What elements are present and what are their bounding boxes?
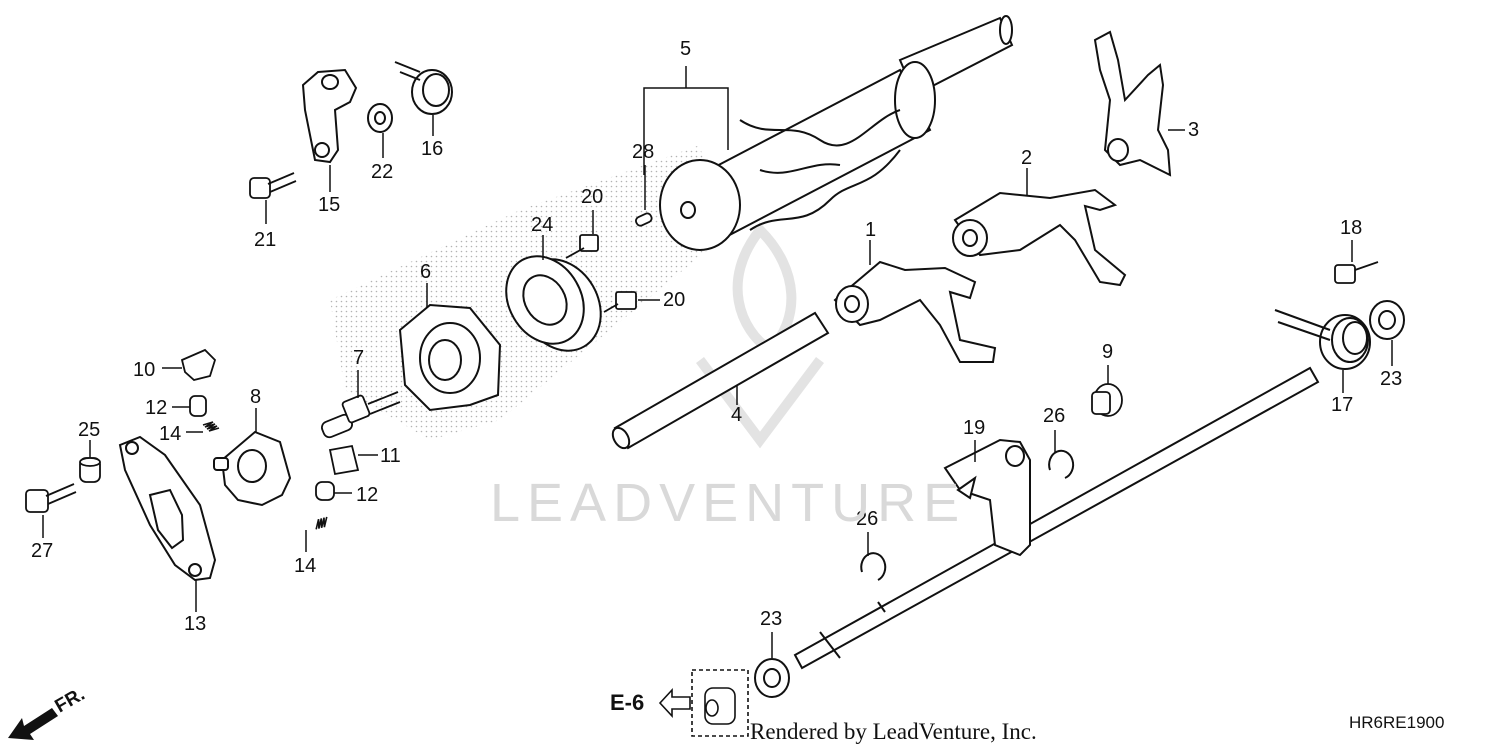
part-1-shift-fork[interactable] <box>833 260 997 363</box>
part-26-circlip-lower[interactable] <box>860 552 887 581</box>
callout-11: 11 <box>380 445 401 467</box>
callout-14-upper: 14 <box>159 423 182 445</box>
callout-23-right: 23 <box>1380 368 1403 390</box>
part-15-stopper-arm[interactable] <box>301 68 358 164</box>
callout-26-upper: 26 <box>1043 405 1066 427</box>
callout-20-upper: 20 <box>581 186 604 208</box>
diagram-code: HR6RE1900 <box>1349 713 1445 732</box>
callout-1: 1 <box>865 219 877 241</box>
callout-3: 3 <box>1188 119 1200 141</box>
part-19-shift-arm[interactable] <box>943 438 1031 557</box>
part-12-pin-lower[interactable] <box>315 481 335 501</box>
callout-24: 24 <box>531 214 554 236</box>
part-12-pin-upper[interactable] <box>189 395 207 417</box>
callout-9: 9 <box>1102 341 1114 363</box>
part-25-collar[interactable] <box>79 457 101 483</box>
callout-12-lower: 12 <box>356 484 379 506</box>
part-13-guide-plate[interactable] <box>118 435 217 582</box>
callout-19: 19 <box>963 417 986 439</box>
callout-21: 21 <box>254 229 277 251</box>
part-20-bolt-lower[interactable] <box>603 291 637 313</box>
part-9-collar[interactable] <box>1091 383 1123 417</box>
part-26-circlip-upper[interactable] <box>1048 449 1075 479</box>
callout-20-lower: 20 <box>663 289 686 311</box>
credit-text: Rendered by LeadVenture, Inc. <box>750 719 1037 744</box>
callout-5: 5 <box>680 38 692 60</box>
part-21-bolt[interactable] <box>249 172 297 199</box>
part-23-washer-right[interactable] <box>1369 300 1405 340</box>
front-arrow-icon <box>8 708 58 740</box>
callout-18: 18 <box>1340 217 1363 239</box>
callout-6: 6 <box>420 261 432 283</box>
part-16-spring[interactable] <box>394 61 453 115</box>
watermark-text: LEADVENTURE <box>490 473 967 533</box>
reference-e6[interactable] <box>658 669 749 737</box>
part-14-spring-upper[interactable] <box>202 421 220 432</box>
callout-27: 27 <box>31 540 54 562</box>
part-28-pin[interactable] <box>635 212 653 227</box>
callout-2: 2 <box>1021 147 1033 169</box>
part-10-stopper-plate[interactable] <box>180 348 217 381</box>
reference-label[interactable]: E-6 <box>610 690 645 715</box>
callout-17: 17 <box>1331 394 1354 416</box>
callout-23-lower: 23 <box>760 608 783 630</box>
part-6-drum-center[interactable] <box>398 303 502 412</box>
callout-26-lower: 26 <box>856 508 879 530</box>
part-18-bolt[interactable] <box>1334 261 1379 284</box>
callout-22: 22 <box>371 161 394 183</box>
part-7-bolt[interactable] <box>320 391 401 439</box>
callout-8: 8 <box>250 386 262 408</box>
part-11-shift-pin[interactable] <box>328 444 360 476</box>
part-17-return-spring[interactable] <box>1274 309 1371 370</box>
part-2-shift-fork[interactable] <box>952 188 1127 287</box>
part-8-shift-cam[interactable] <box>213 430 292 507</box>
callout-13: 13 <box>184 613 207 635</box>
callout-12-upper: 12 <box>145 397 168 419</box>
callout-14-lower: 14 <box>294 555 317 577</box>
part-14-spring-lower[interactable] <box>314 514 330 532</box>
callout-16: 16 <box>421 138 444 160</box>
leader-lines-5 <box>643 66 729 175</box>
part-23-washer-lower[interactable] <box>754 658 790 698</box>
callout-4: 4 <box>731 404 743 426</box>
part-20-bolt-upper[interactable] <box>565 234 599 259</box>
part-3-shift-fork[interactable] <box>1093 30 1172 177</box>
callout-25: 25 <box>78 419 101 441</box>
callout-7: 7 <box>353 347 365 369</box>
part-24-bearing[interactable] <box>491 242 617 365</box>
callout-15: 15 <box>318 194 341 216</box>
gearshift-spindle[interactable] <box>793 366 1320 670</box>
part-22-washer[interactable] <box>367 103 393 133</box>
callout-10: 10 <box>133 359 156 381</box>
part-27-bolt[interactable] <box>25 483 77 513</box>
part-5-shift-drum[interactable] <box>659 15 1014 251</box>
callout-28: 28 <box>632 141 655 163</box>
part-4-shift-fork-shaft[interactable] <box>609 311 830 451</box>
